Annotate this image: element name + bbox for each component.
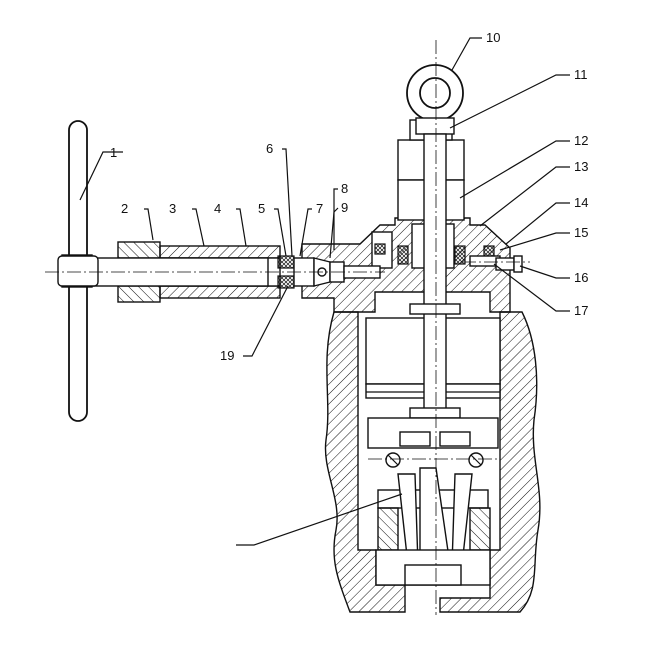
- t-handle: [57, 120, 99, 422]
- callout-17: 17: [574, 303, 588, 318]
- callout-13: 13: [574, 159, 588, 174]
- callout-6: 6: [266, 141, 273, 156]
- callout-8: 8: [341, 181, 348, 196]
- callout-labels: 1 2 3 4 5 6 7 8 9 10 11 12 13 14 15 16 1…: [110, 30, 588, 363]
- head-block: [301, 217, 511, 313]
- callout-5: 5: [258, 201, 265, 216]
- callout-14: 14: [574, 195, 588, 210]
- callout-12: 12: [574, 133, 588, 148]
- eye-bolt: [406, 64, 464, 135]
- callout-19: 19: [220, 348, 234, 363]
- callout-16: 16: [574, 270, 588, 285]
- screw: [495, 255, 523, 273]
- spindle: [409, 133, 461, 419]
- callout-11: 11: [574, 67, 588, 82]
- callout-4: 4: [214, 201, 221, 216]
- callout-15: 15: [574, 225, 588, 240]
- callout-3: 3: [169, 201, 176, 216]
- callout-10: 10: [486, 30, 500, 45]
- centerlines: [45, 40, 530, 615]
- callout-1: 1: [110, 145, 117, 160]
- collet-assembly: [367, 417, 500, 586]
- callout-9: 9: [341, 200, 348, 215]
- callout-7: 7: [316, 201, 323, 216]
- leader-lines: [79, 37, 570, 546]
- callout-2: 2: [121, 201, 128, 216]
